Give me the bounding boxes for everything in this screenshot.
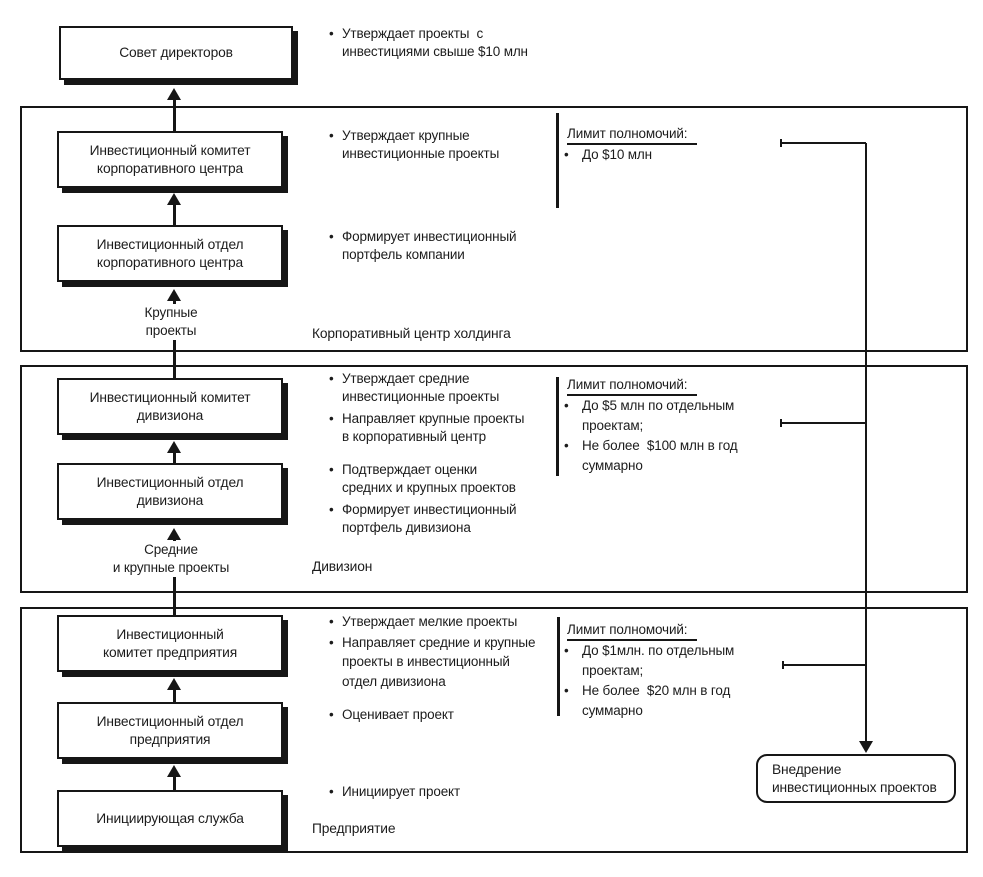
arrow-up-corp-committee-icon: [167, 193, 181, 205]
arrow-up-division-dept-icon: [167, 528, 181, 540]
arrow-up-division-committee-line: [173, 452, 176, 463]
bullet-item: Направляет крупные проекты в корпоративн…: [329, 410, 639, 446]
limit-heading-corporate: Лимит полномочий:: [567, 126, 698, 145]
tier-caption-enterprise: Предприятие: [312, 821, 396, 836]
arrow-up-corp-committee-line: [173, 204, 176, 225]
authority-stub-corporate: [781, 142, 866, 144]
node-label: Инвестиционный отдел корпоративного цент…: [96, 236, 244, 270]
authority-stub-division: [781, 422, 866, 424]
tier-caption-corporate: Корпоративный центр холдинга: [312, 326, 511, 341]
node-label: Инициирующая служба: [96, 810, 244, 826]
limit-item: Не более $20 млн в год суммарно: [561, 681, 776, 720]
bullet-item: Утверждает проекты с инвестициями свыше …: [329, 25, 629, 61]
limit-item: До $1млн. по отдельным проектам;: [561, 641, 776, 680]
bullet-item: Утверждает мелкие проекты: [329, 612, 649, 632]
corp-committee-bullets: Утверждает крупные инвестиционные проект…: [329, 127, 629, 167]
arrow-up-enterprise-dept-icon: [167, 765, 181, 777]
arrow-up-to-board-icon: [167, 88, 181, 100]
bullet-item: Оценивает проект: [329, 706, 629, 724]
bullet-item: Направляет средние и крупные проекты в и…: [329, 633, 649, 692]
bullet-item: Подтверждает оценки средних и крупных пр…: [329, 461, 639, 497]
authority-stub-corporate-cap: [780, 139, 782, 147]
authority-stub-enterprise-cap: [782, 661, 784, 669]
arrow-up-division-dept-line: [173, 539, 176, 615]
flow-label-large-projects: Крупные проекты: [116, 304, 226, 340]
division-dept-bullets: Подтверждает оценки средних и крупных пр…: [329, 461, 639, 541]
initiating-service-bullets: Инициирует проект: [329, 783, 629, 805]
node-invest-committee-division: Инвестиционный комитет дивизиона: [57, 378, 283, 435]
division-committee-bullets: Утверждает средние инвестиционные проект…: [329, 370, 639, 450]
node-label: Инвестиционный комитет дивизиона: [89, 389, 251, 423]
authority-connector-line: [865, 143, 867, 741]
limit-list-division: До $5 млн по отдельным проектам; Не боле…: [561, 396, 776, 476]
limit-item: До $5 млн по отдельным проектам;: [561, 396, 776, 435]
bullet-item: Инициирует проект: [329, 783, 629, 801]
node-invest-committee-corporate: Инвестиционный комитет корпоративного це…: [57, 131, 283, 188]
authority-stub-enterprise: [783, 664, 866, 666]
node-label: Инвестиционный комитет предприятия: [102, 626, 238, 660]
arrow-up-division-committee-icon: [167, 441, 181, 453]
limit-item: Не более $100 млн в год суммарно: [561, 436, 776, 475]
node-label: Инвестиционный отдел дивизиона: [96, 474, 244, 508]
node-label: Инвестиционный отдел предприятия: [96, 713, 244, 747]
outcome-box-project-implementation: Внедрение инвестиционных проектов: [756, 754, 956, 803]
node-invest-dept-division: Инвестиционный отдел дивизиона: [57, 463, 283, 520]
arrow-up-enterprise-committee-icon: [167, 678, 181, 690]
limit-item: До $10 млн: [561, 145, 766, 165]
node-invest-committee-enterprise: Инвестиционный комитет предприятия: [57, 615, 283, 672]
authority-connector-arrow-down-icon: [859, 741, 873, 753]
limit-list-corporate: До $10 млн: [561, 145, 766, 166]
limit-list-enterprise: До $1млн. по отдельным проектам; Не боле…: [561, 641, 776, 721]
flow-label-medium-large-projects: Средние и крупные проекты: [92, 541, 250, 577]
board-bullets: Утверждает проекты с инвестициями свыше …: [329, 25, 629, 65]
outcome-label: Внедрение инвестиционных проектов: [772, 761, 937, 795]
bullet-item: Утверждает крупные инвестиционные проект…: [329, 127, 629, 163]
limit-heading-division: Лимит полномочий:: [567, 377, 698, 396]
arrow-up-corp-dept-icon: [167, 289, 181, 301]
authority-stub-division-cap: [780, 419, 782, 427]
limit-heading-enterprise: Лимит полномочий:: [567, 622, 698, 641]
arrow-up-to-board-line: [173, 98, 176, 131]
bullet-item: Утверждает средние инвестиционные проект…: [329, 370, 639, 406]
node-label: Инвестиционный комитет корпоративного це…: [89, 142, 251, 176]
bullet-item: Формирует инвестиционный портфель компан…: [329, 228, 629, 264]
corp-dept-bullets: Формирует инвестиционный портфель компан…: [329, 228, 629, 268]
enterprise-dept-bullets: Оценивает проект: [329, 706, 629, 728]
tier-caption-division: Дивизион: [312, 559, 373, 574]
enterprise-committee-bullets: Утверждает мелкие проекты Направляет сре…: [329, 612, 649, 692]
node-invest-dept-enterprise: Инвестиционный отдел предприятия: [57, 702, 283, 759]
bullet-item: Формирует инвестиционный портфель дивизи…: [329, 501, 639, 537]
arrow-up-enterprise-dept-line: [173, 776, 176, 790]
node-board-of-directors: Совет директоров: [59, 26, 293, 80]
node-initiating-service: Инициирующая служба: [57, 790, 283, 847]
node-invest-dept-corporate: Инвестиционный отдел корпоративного цент…: [57, 225, 283, 282]
arrow-up-enterprise-committee-line: [173, 689, 176, 702]
node-label: Совет директоров: [119, 45, 233, 60]
